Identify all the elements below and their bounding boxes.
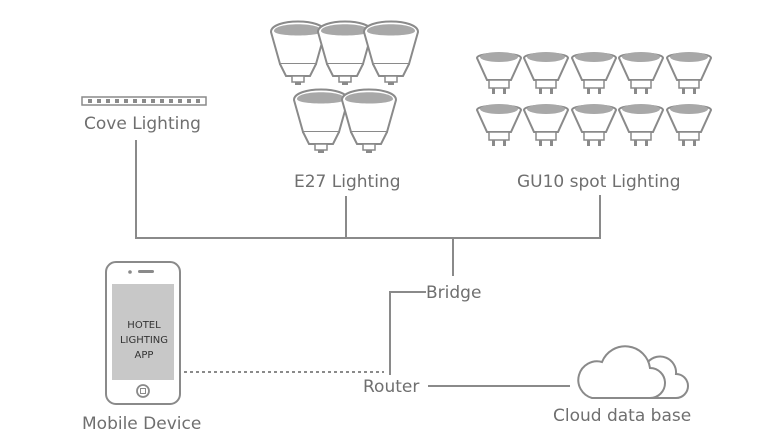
smartphone-icon [105,261,181,405]
mobile-device-label: Mobile Device [82,414,202,434]
gu10-spot-icon [476,103,522,147]
gu10-spot-icon [476,51,522,95]
app-text-line-3: APP [134,350,154,361]
cloud-database-label: Cloud data base [553,406,692,426]
gu10-lighting-label: GU10 spot Lighting [517,172,681,192]
gu10-spot-icon [523,103,569,147]
led-strip-icon [81,96,207,106]
gu10-spot-icon [618,51,664,95]
e27-bulb-icon [363,20,419,86]
e27-lighting-label: E27 Lighting [294,172,401,192]
app-text-line-1: HOTEL [127,320,161,331]
e27-bulb-icon [270,20,326,86]
app-text-line-2: LIGHTING [119,335,169,346]
bridge-label: Bridge [426,283,482,303]
router-label: Router [363,377,420,397]
gu10-spot-icon [571,51,617,95]
gu10-spot-icon [666,51,712,95]
connection-lines [135,140,601,387]
gu10-spot-icon [523,51,569,95]
e27-bulb-icon [293,88,349,154]
gu10-spot-icon [666,103,712,147]
cove-lighting-label: Cove Lighting [84,114,201,134]
gu10-spot-icon [571,103,617,147]
cloud-icon [577,345,689,399]
gu10-spot-icon [618,103,664,147]
app-screen-text: HOTEL LIGHTING APP [110,318,178,363]
e27-bulb-icon [341,88,397,154]
